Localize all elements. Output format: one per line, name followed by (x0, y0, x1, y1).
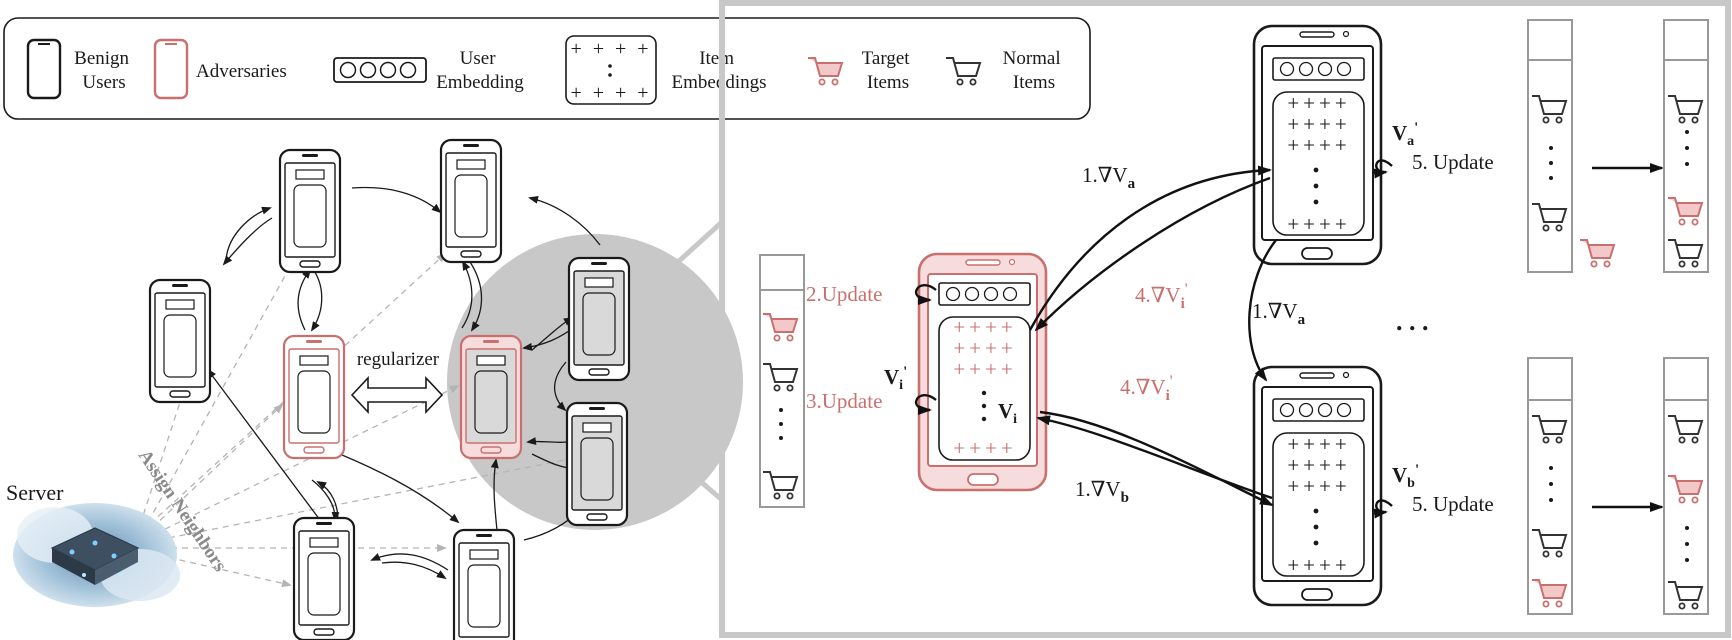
legend-normal-items-line1: Normal (1003, 48, 1061, 69)
server-icon (13, 503, 180, 607)
legend-adversaries-label: Adversaries (196, 61, 287, 82)
zoom-circle (447, 234, 743, 530)
svg-text:++++: ++++ (1287, 91, 1350, 115)
svg-text:++++: ++++ (1287, 133, 1350, 157)
neighbor-phone-1 (567, 256, 631, 382)
detail-panel (719, 0, 1731, 638)
legend-normal-items-label: Normal Items (1003, 48, 1066, 93)
update-5-label-a: 5. Update (1412, 150, 1494, 174)
item-embeddings-icon: + + + + + + + + (565, 35, 657, 105)
neighbor-network: regularizer Server Assign Neighbors (6, 138, 743, 640)
svg-text:++++: ++++ (1287, 553, 1350, 577)
legend-user-embedding-line1: User (460, 48, 497, 69)
adversary-phone-icon (153, 38, 189, 100)
gradient-arrows (915, 159, 1393, 519)
grad-va-label-2: 1.∇Va (1252, 299, 1306, 328)
legend-benign-line2: Users (82, 72, 125, 93)
regularizer-arrow (350, 375, 444, 415)
svg-text:++++: ++++ (1287, 212, 1350, 236)
neighbor-phone-2 (565, 401, 629, 527)
item-list-a-after (1663, 19, 1709, 273)
svg-text:++++: ++++ (953, 315, 1016, 339)
zoom-line-top (676, 220, 724, 264)
item-list-a-before (1527, 19, 1573, 273)
legend-target-items-label: Target Items (862, 48, 915, 93)
benign-phone-2 (439, 138, 503, 264)
adversary-phone-2 (459, 334, 523, 460)
update-2-label: 2.Update (806, 282, 882, 306)
legend-box (3, 17, 1091, 120)
legend-item-embeddings-line1: Item (699, 48, 734, 69)
benign-client-phone-a: ++++ ++++ ++++ ++++ (1252, 24, 1383, 266)
svg-text:++++: ++++ (953, 336, 1016, 360)
item-list-b-after (1663, 357, 1709, 615)
benign-phone-icon (26, 38, 62, 100)
svg-text:++++: ++++ (1287, 453, 1350, 477)
adversary-item-embeddings: ++++ ++++ ++++ ++++ (938, 315, 1031, 461)
grad-va-label-1: 1.∇Va (1082, 163, 1136, 192)
benign-phone-3 (148, 278, 212, 404)
legend-target-items-line1: Target (862, 48, 911, 69)
update-5-label-b: 5. Update (1412, 492, 1494, 516)
vi-prime-label: Vi' (884, 364, 907, 393)
neighbor-arrows (206, 186, 601, 580)
server-label: Server (6, 480, 64, 505)
svg-text:++++: ++++ (1287, 112, 1350, 136)
benign-client-phone-b: ++++ ++++ ++++ ++++ (1252, 365, 1383, 607)
vb-prime-label: Vb' (1392, 462, 1419, 491)
svg-text:++++: ++++ (1287, 432, 1350, 456)
legend-benign-label: Benign Users (74, 48, 134, 93)
item-list-b-before (1527, 357, 1573, 615)
grad-vb-label: 1.∇Vb (1075, 477, 1129, 506)
adversary-item-list (759, 254, 805, 508)
svg-text:++++: ++++ (953, 436, 1016, 460)
legend-target-items-line2: Items (867, 72, 909, 93)
adversary-phone-1 (282, 334, 346, 460)
legend-user-embedding-line2: Embedding (436, 72, 524, 93)
svg-text:++++: ++++ (1287, 474, 1350, 498)
svg-text:++++: ++++ (953, 357, 1016, 381)
user-embedding-icon (333, 57, 427, 83)
benign-phone-5 (452, 528, 516, 640)
benign-phone-4 (292, 516, 356, 640)
benign-phone-1 (278, 148, 342, 274)
more-clients-ellipsis: . . . (1396, 307, 1429, 336)
legend-benign-line1: Benign (74, 48, 129, 69)
update-3-label: 3.Update (806, 389, 882, 413)
grad-vi-label-bottom: 4.∇Vi' (1120, 373, 1173, 404)
legend-user-embedding-label: User Embedding (436, 48, 524, 93)
svg-text:+ + + +: + + + + (570, 82, 651, 104)
va-prime-label: Va' (1392, 120, 1418, 149)
adversary-client-phone: ++++ ++++ ++++ ++++ (917, 252, 1048, 492)
zoom-line-bottom (676, 460, 724, 502)
svg-text:+ + + +: + + + + (570, 38, 651, 60)
grad-vi-label-top: 4.∇Vi' (1135, 281, 1188, 312)
injected-target-cart-icon (1579, 239, 1615, 268)
adversary-user-embedding (938, 282, 1031, 306)
legend: Benign Users Adversaries User Embedding … (3, 17, 1091, 120)
regularizer-label: regularizer (357, 349, 440, 370)
legend-normal-items-line2: Items (1013, 72, 1055, 93)
vi-label: Vi (998, 399, 1017, 427)
